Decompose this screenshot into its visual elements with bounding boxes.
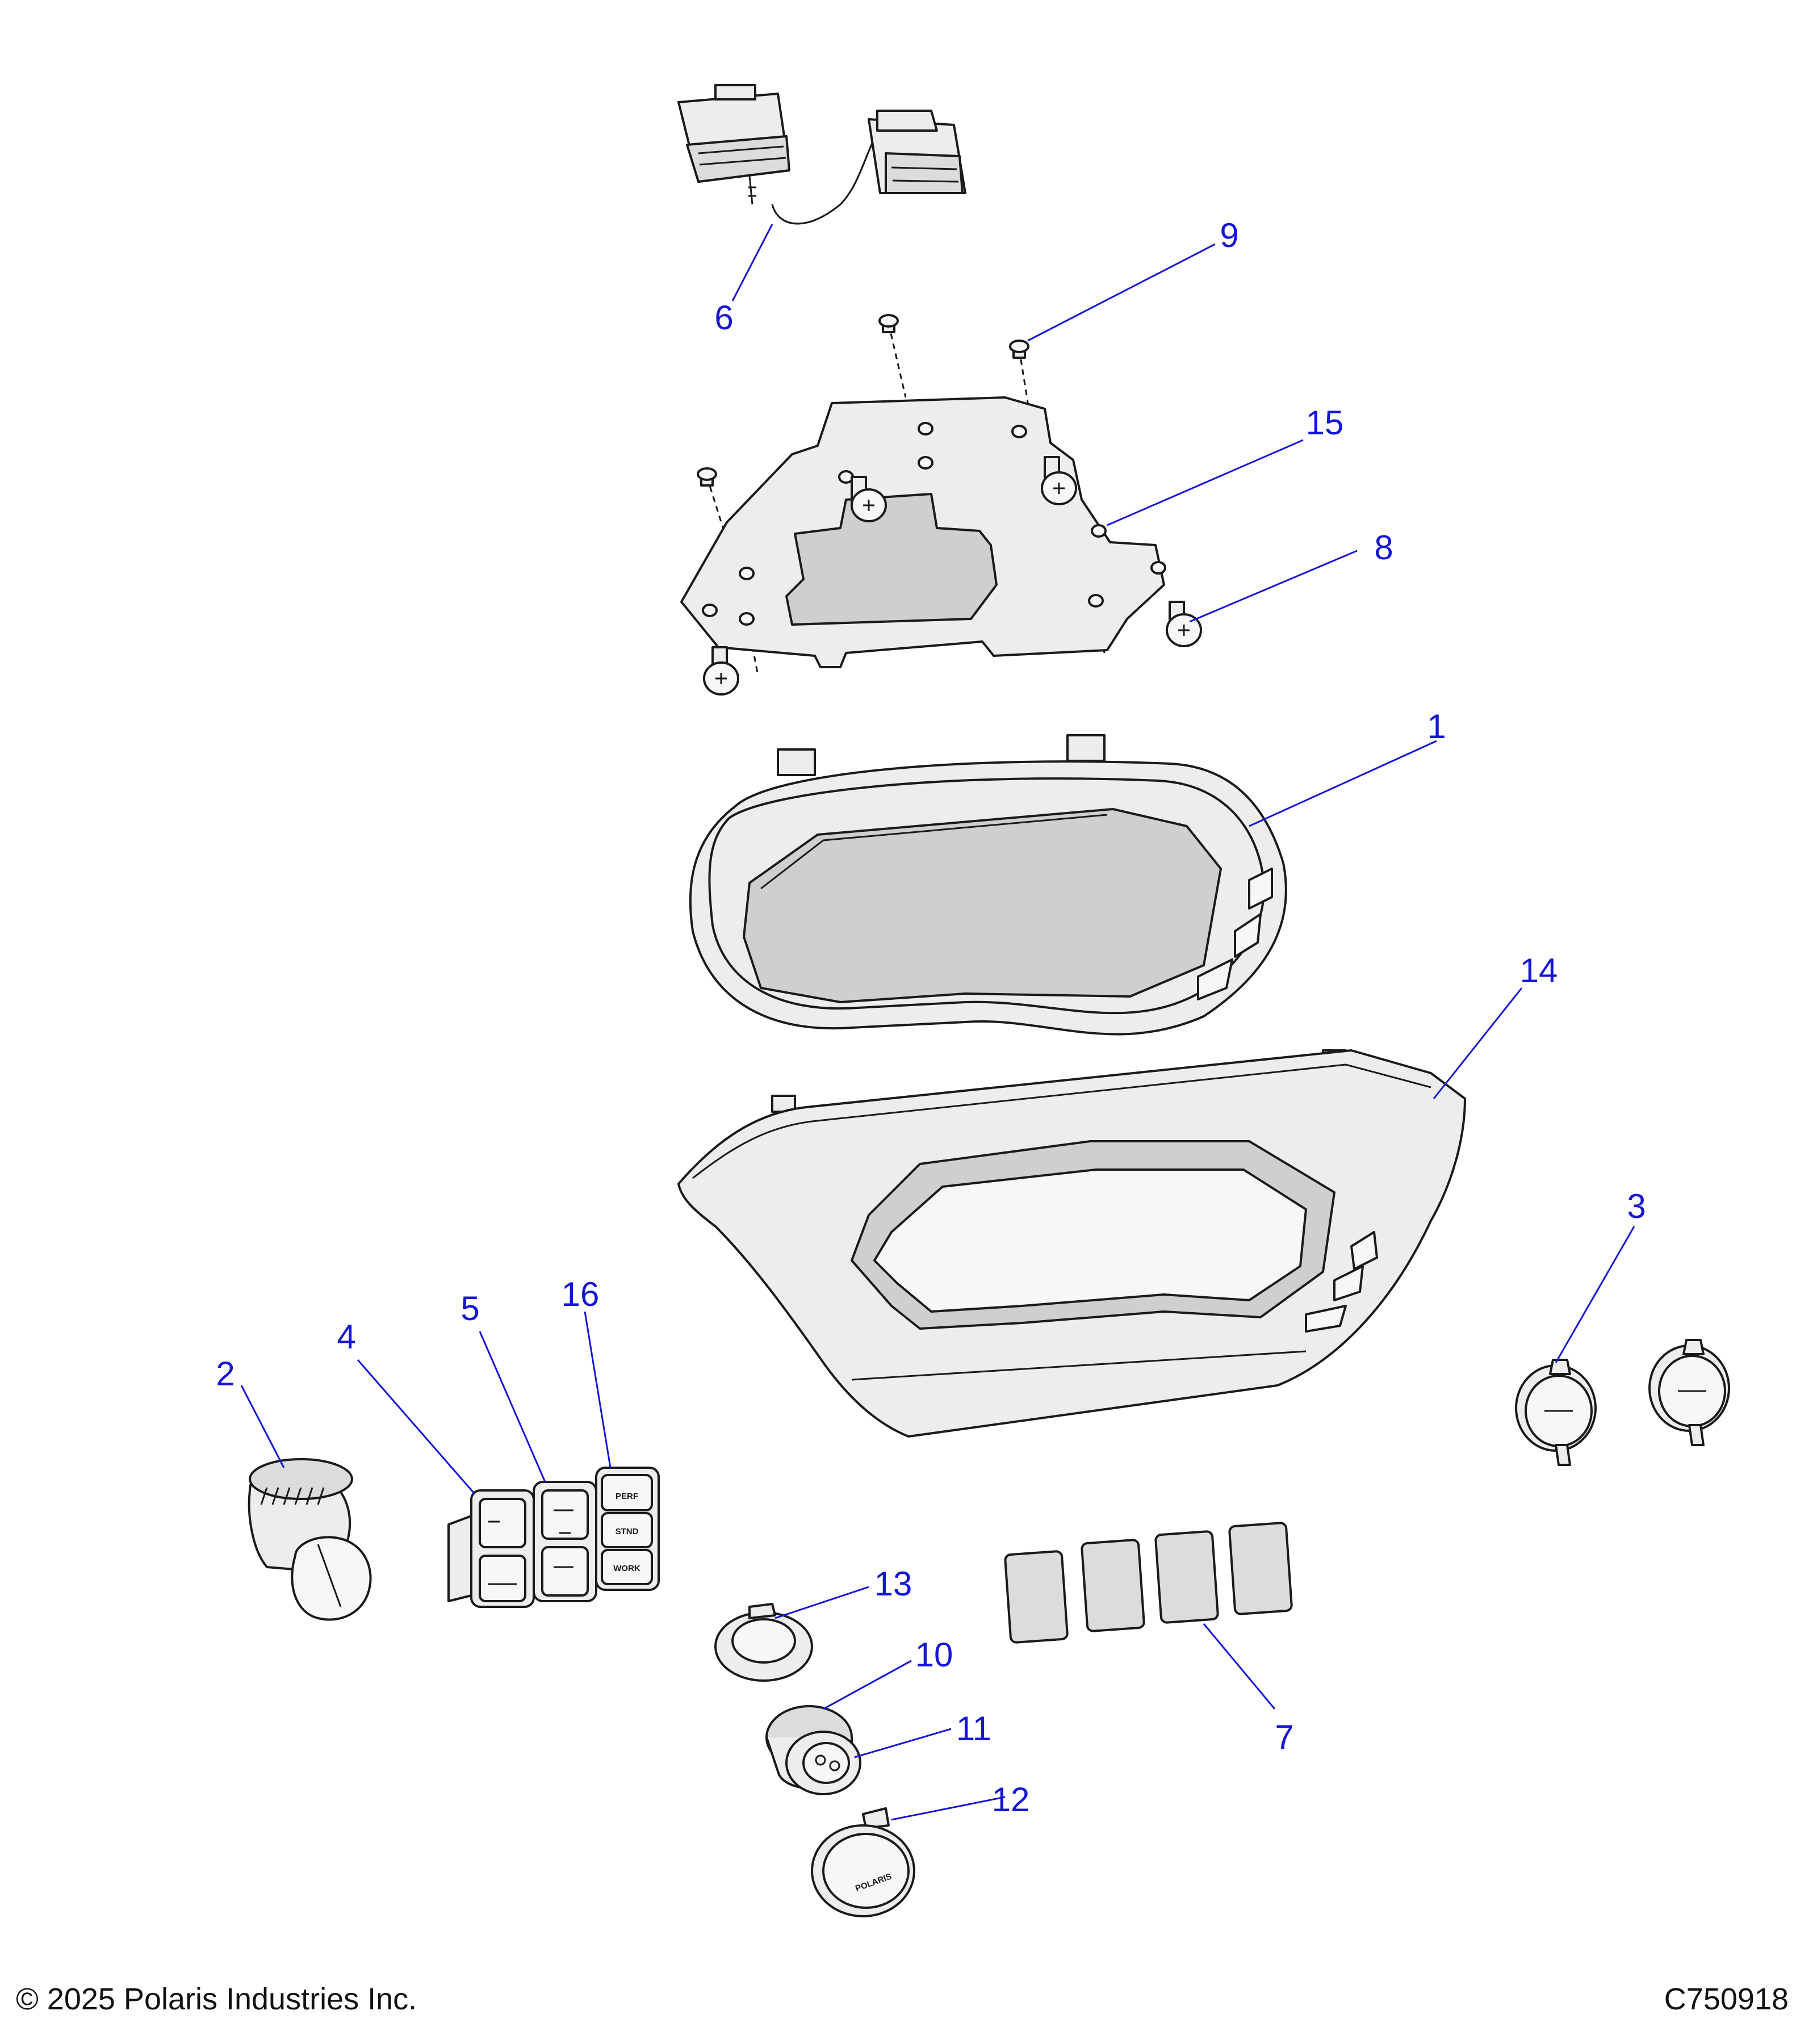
callout-4: 4 bbox=[337, 1318, 355, 1356]
leader-11 bbox=[854, 1728, 952, 1758]
callout-5: 5 bbox=[460, 1289, 479, 1327]
wiring-harness-part bbox=[677, 84, 966, 225]
copyright-notice: © 2025 Polaris Industries Inc. bbox=[16, 1982, 417, 2016]
retaining-nut-part bbox=[714, 1603, 813, 1682]
leader-9 bbox=[1027, 243, 1216, 342]
callout-15: 15 bbox=[1306, 404, 1344, 442]
callout-14: 14 bbox=[1520, 952, 1558, 990]
power-outlets-part bbox=[1515, 1339, 1730, 1466]
leader-12 bbox=[891, 1796, 1006, 1821]
leader-15 bbox=[1107, 439, 1304, 526]
bracket-screws-part bbox=[703, 456, 1202, 696]
leader-13 bbox=[774, 1586, 869, 1619]
rocker-switches-part: PERF STND WORK bbox=[447, 1467, 660, 1608]
callout-3: 3 bbox=[1627, 1187, 1646, 1225]
leader-5 bbox=[479, 1331, 546, 1482]
switch-plugs-part bbox=[1004, 1522, 1293, 1644]
mounting-bracket-part bbox=[680, 323, 1166, 676]
leader-6 bbox=[731, 224, 773, 301]
callout-6: 6 bbox=[714, 299, 733, 337]
callout-leaders bbox=[240, 224, 1635, 1821]
leader-10 bbox=[823, 1660, 912, 1710]
callout-2: 2 bbox=[216, 1355, 235, 1393]
callout-13: 13 bbox=[874, 1565, 912, 1603]
leader-16 bbox=[584, 1311, 612, 1468]
bezel-part bbox=[677, 1049, 1466, 1438]
work-legend: WORK bbox=[613, 1564, 640, 1573]
callout-8: 8 bbox=[1374, 529, 1393, 567]
callout-12: 12 bbox=[992, 1781, 1030, 1819]
key-switch-part bbox=[248, 1458, 372, 1621]
callout-10: 10 bbox=[915, 1636, 953, 1674]
usb-socket-part bbox=[765, 1705, 861, 1795]
callout-11: 11 bbox=[956, 1710, 991, 1748]
small-screws-part bbox=[697, 314, 1029, 487]
callout-9: 9 bbox=[1220, 216, 1238, 254]
instrument-cluster-part bbox=[689, 734, 1287, 1036]
leader-7 bbox=[1203, 1623, 1276, 1710]
drawing-number: C750918 bbox=[1664, 1982, 1789, 2016]
callout-7: 7 bbox=[1275, 1718, 1293, 1756]
leader-2 bbox=[240, 1385, 285, 1468]
leader-8 bbox=[1189, 550, 1358, 623]
stnd-legend: STND bbox=[616, 1527, 639, 1536]
callout-numbers: 1 2 3 4 5 6 7 8 9 10 11 12 13 14 15 16 bbox=[216, 216, 1646, 1819]
callout-16: 16 bbox=[562, 1275, 600, 1313]
callout-1: 1 bbox=[1427, 707, 1446, 745]
perf-legend: PERF bbox=[616, 1492, 638, 1501]
protective-cap-part: POLARIS bbox=[811, 1807, 915, 1917]
leader-4 bbox=[357, 1359, 475, 1494]
leader-14 bbox=[1433, 987, 1523, 1099]
leader-1 bbox=[1249, 740, 1437, 827]
leader-3 bbox=[1555, 1226, 1635, 1363]
